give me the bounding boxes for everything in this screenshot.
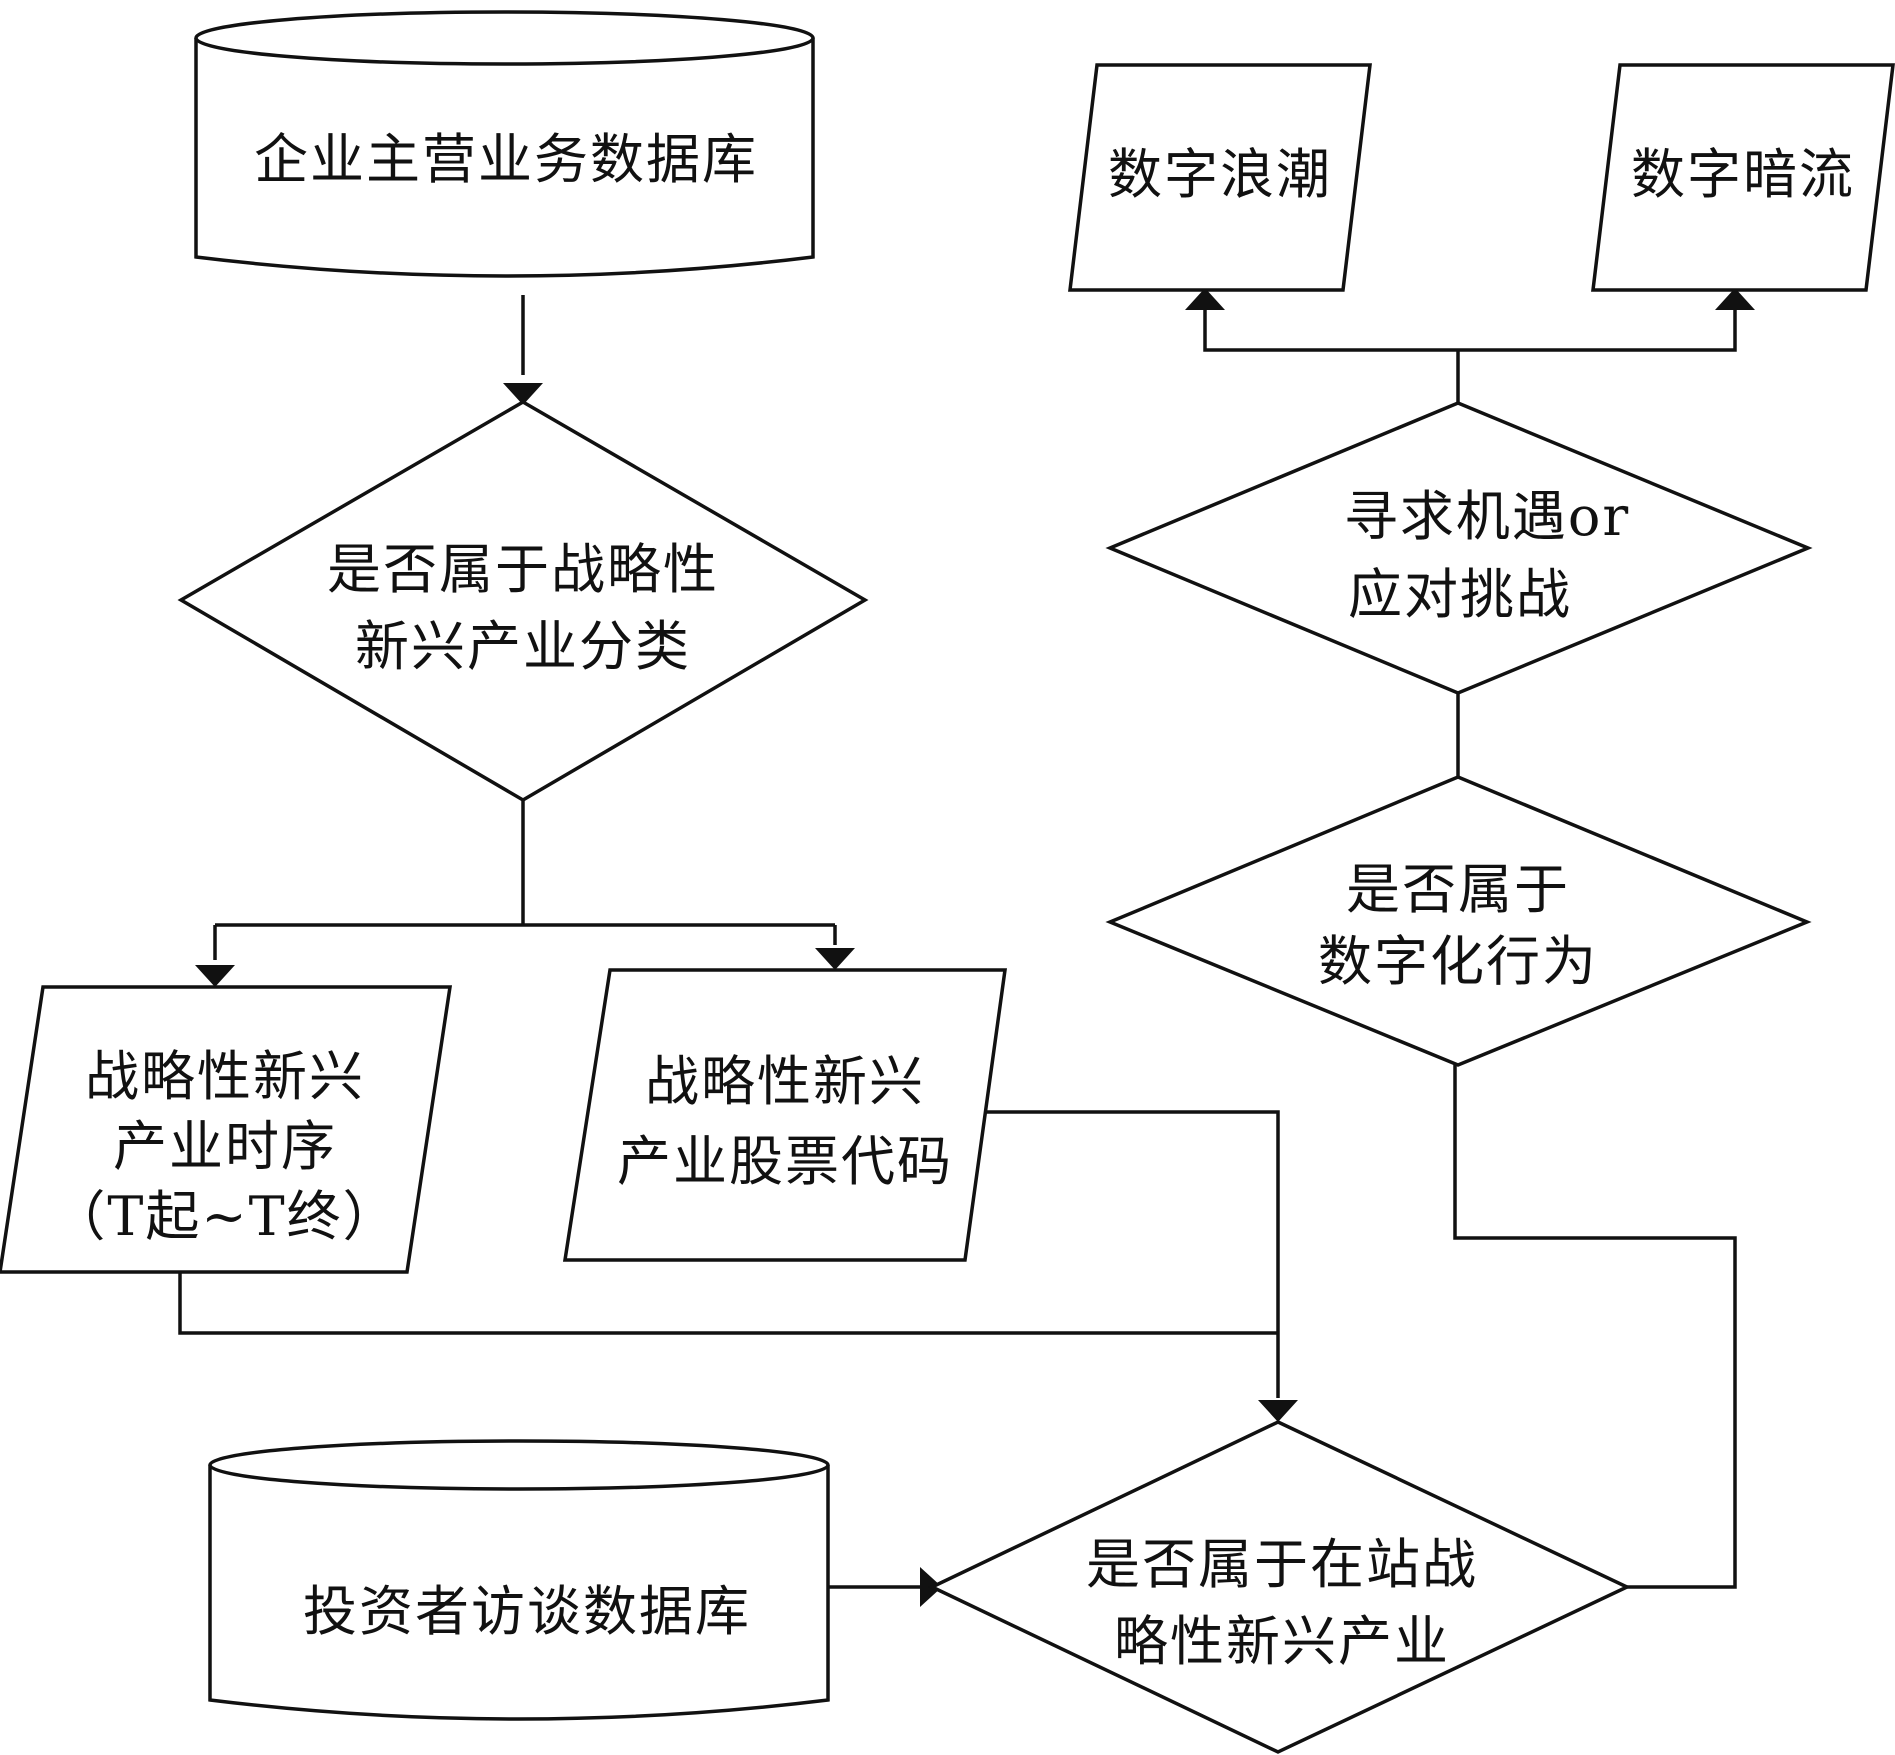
arrowhead-digital-undercurrent (1715, 288, 1755, 310)
in-strategic-line1: 是否属于在站战 (1086, 1533, 1478, 1596)
arrowhead-stock-code (815, 948, 855, 970)
connector-timeline-to-merge (178, 1272, 1278, 1335)
digital-behavior-decision: 是否属于 数字化行为 (1105, 775, 1812, 1067)
timeline-node: 战略性新兴 产业时序 （T起~T终） (0, 985, 453, 1274)
digital-undercurrent-label: 数字暗流 (1631, 143, 1855, 206)
timeline-line2: 产业时序 (113, 1115, 337, 1178)
stock-code-line2: 产业股票代码 (617, 1130, 953, 1193)
timeline-line1: 战略性新兴 (85, 1045, 365, 1108)
stock-code-line1: 战略性新兴 (645, 1050, 925, 1113)
in-strategic-line2: 略性新兴产业 (1114, 1610, 1450, 1673)
digital-wave-label: 数字浪潮 (1108, 143, 1332, 206)
connector-opportunity-branch (1203, 310, 1737, 403)
in-strategic-industry-decision: 是否属于在站战 略性新兴产业 (927, 1420, 1632, 1754)
digital-undercurrent-node: 数字暗流 (1591, 63, 1895, 292)
arrowhead-classify (503, 383, 543, 405)
opportunity-line1: 寻求机遇or (1344, 485, 1630, 548)
investor-database-label: 投资者访谈数据库 (303, 1580, 751, 1643)
arrowhead-in-strategic (1258, 1400, 1298, 1422)
investor-database-node: 投资者访谈数据库 (208, 1439, 830, 1721)
strategic-classification-decision: 是否属于战略性 新兴产业分类 (177, 399, 869, 803)
strategic-classification-line2: 新兴产业分类 (355, 615, 691, 678)
connector-classify-branch (213, 800, 837, 960)
strategic-classification-line1: 是否属于战略性 (327, 538, 719, 601)
enterprise-database-node: 企业主营业务数据库 (194, 10, 815, 278)
digital-wave-node: 数字浪潮 (1068, 63, 1372, 292)
stock-code-node: 战略性新兴 产业股票代码 (562, 968, 1008, 1262)
opportunity-decision: 寻求机遇or 应对挑战 (1105, 401, 1813, 695)
opportunity-line2: 应对挑战 (1348, 563, 1572, 626)
arrowhead-timeline (195, 965, 235, 987)
timeline-line3: （T起~T终） (51, 1185, 398, 1248)
digital-behavior-line1: 是否属于 (1346, 858, 1570, 921)
enterprise-database-label: 企业主营业务数据库 (254, 128, 758, 191)
digital-behavior-line2: 数字化行为 (1318, 930, 1598, 993)
connector-stock-to-in-strategic (965, 1110, 1280, 1398)
arrowhead-digital-wave (1185, 288, 1225, 310)
connector-in-strategic-to-digital-behavior (1453, 1065, 1737, 1589)
